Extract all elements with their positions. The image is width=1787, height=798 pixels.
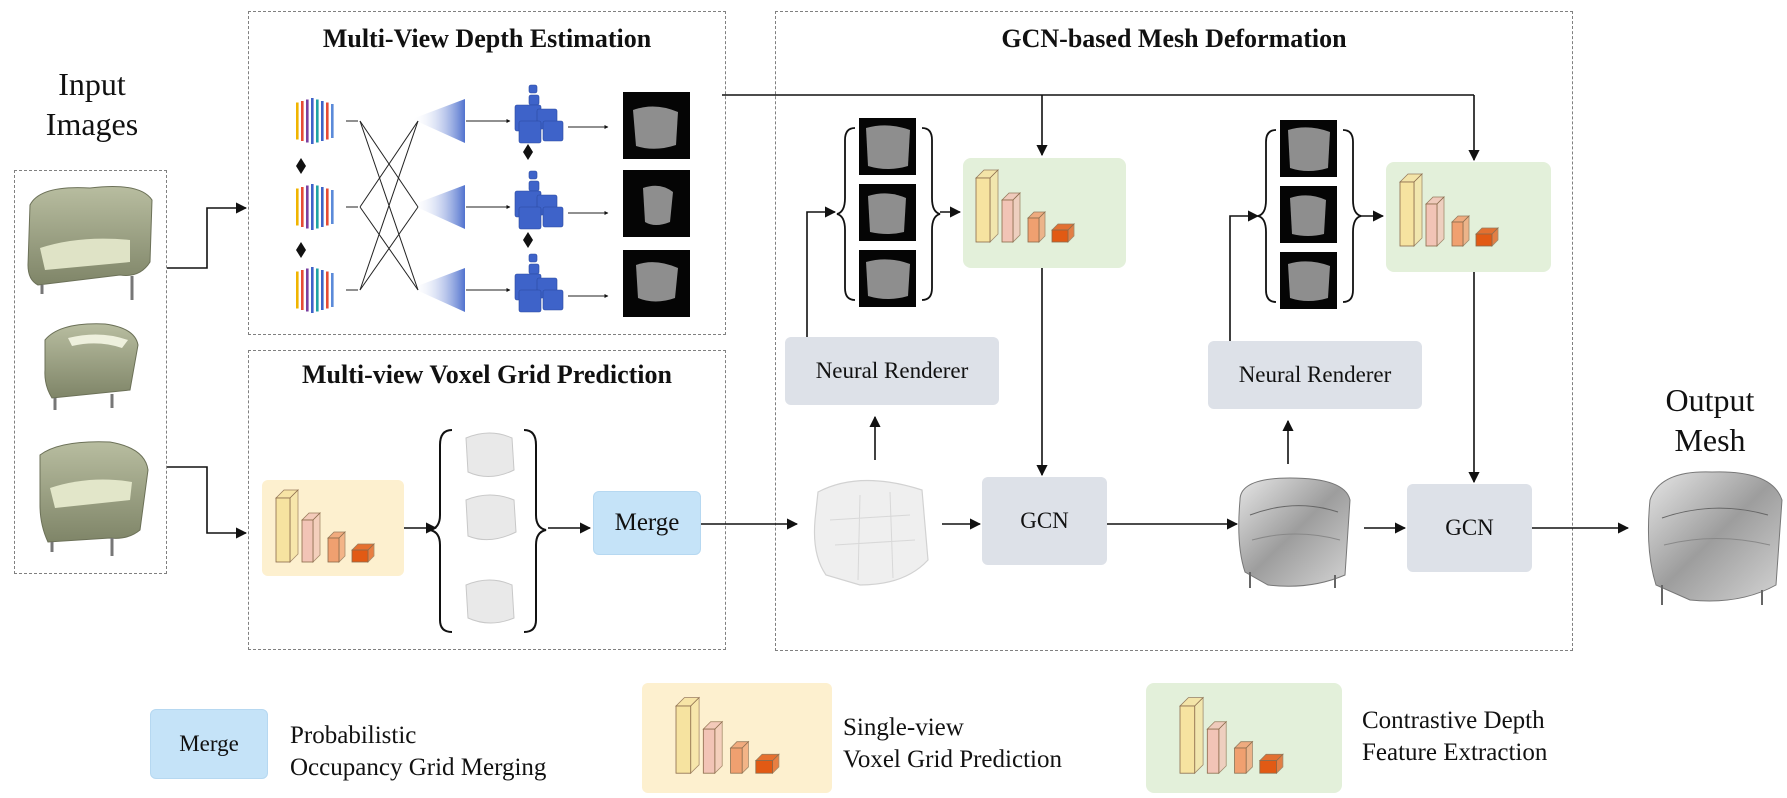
depth-row-2 [296, 170, 609, 230]
neural-renderer-node-1: Neural Renderer [785, 337, 999, 405]
output-mesh-label: Output Mesh [1665, 382, 1755, 458]
input-images-label: Input Images [45, 66, 139, 142]
voxel-brace-right [523, 429, 547, 633]
single-view-blocks [275, 489, 375, 563]
merge-node: Merge [593, 491, 701, 555]
voxel-prediction-frame [248, 350, 726, 650]
cross-view-connections [359, 120, 419, 291]
view-link-icon [523, 232, 533, 248]
encoder-block-2 [1425, 196, 1445, 247]
legend-single-view-description: Single-view Voxel Grid Prediction [843, 714, 1062, 773]
intermediate-mesh [1238, 477, 1351, 588]
legend-yellow-panel [642, 683, 832, 793]
render-brace-2-right [1342, 129, 1362, 303]
view-link-icon [523, 144, 533, 160]
render-brace-1-left [836, 127, 856, 301]
voxel-grid-images [465, 432, 517, 624]
output-mesh-render [1647, 471, 1783, 605]
legend-merge-description: Probabilistic Occupancy Grid Merging [290, 722, 547, 781]
mesh-deformation-frame [775, 11, 1573, 651]
neural-renderer-node-2: Neural Renderer [1208, 341, 1422, 409]
gcn-node-1: GCN [982, 477, 1107, 565]
view-link-icon [296, 242, 306, 258]
encoder-block-2 [301, 512, 321, 563]
input-chair-2 [44, 323, 139, 410]
input-images-frame [14, 170, 167, 574]
encoder-block-4 [1051, 223, 1075, 243]
render-brace-2-left [1257, 129, 1277, 303]
voxel-prediction-title: Multi-view Voxel Grid Prediction [302, 360, 672, 389]
encoder-block-1 [275, 489, 299, 563]
input-chair-1 [27, 186, 153, 300]
depth-estimation-frame [248, 11, 726, 335]
mesh-deformation-title: GCN-based Mesh Deformation [1001, 24, 1347, 53]
encoder-block-4 [351, 543, 375, 563]
view-link-icon [296, 158, 306, 174]
encoder-block-3 [1451, 215, 1470, 247]
contrastive-blocks-2 [1399, 173, 1499, 247]
legend-green-panel [1146, 683, 1342, 793]
depth-row-3 [296, 253, 609, 313]
voxel-brace-left [429, 429, 453, 633]
legend-contrastive-description: Contrastive Depth Feature Extraction [1362, 707, 1548, 766]
coarse-voxel-mesh [813, 479, 929, 586]
encoder-block-1 [975, 169, 999, 243]
depth-map-renders [633, 106, 1330, 302]
input-chair-3 [39, 441, 149, 556]
encoder-block-3 [1027, 211, 1046, 243]
render-brace-1-right [921, 127, 941, 301]
contrastive-blocks-1 [975, 169, 1075, 243]
depth-row-1 [296, 84, 609, 144]
encoder-block-1 [1399, 173, 1423, 247]
encoder-block-3 [327, 531, 346, 563]
encoder-block-2 [1001, 192, 1021, 243]
gcn-node-2: GCN [1407, 484, 1532, 572]
legend-merge-badge: Merge [150, 709, 268, 779]
depth-estimation-title: Multi-View Depth Estimation [322, 24, 652, 53]
encoder-block-4 [1475, 227, 1499, 247]
depth-network [296, 84, 609, 313]
